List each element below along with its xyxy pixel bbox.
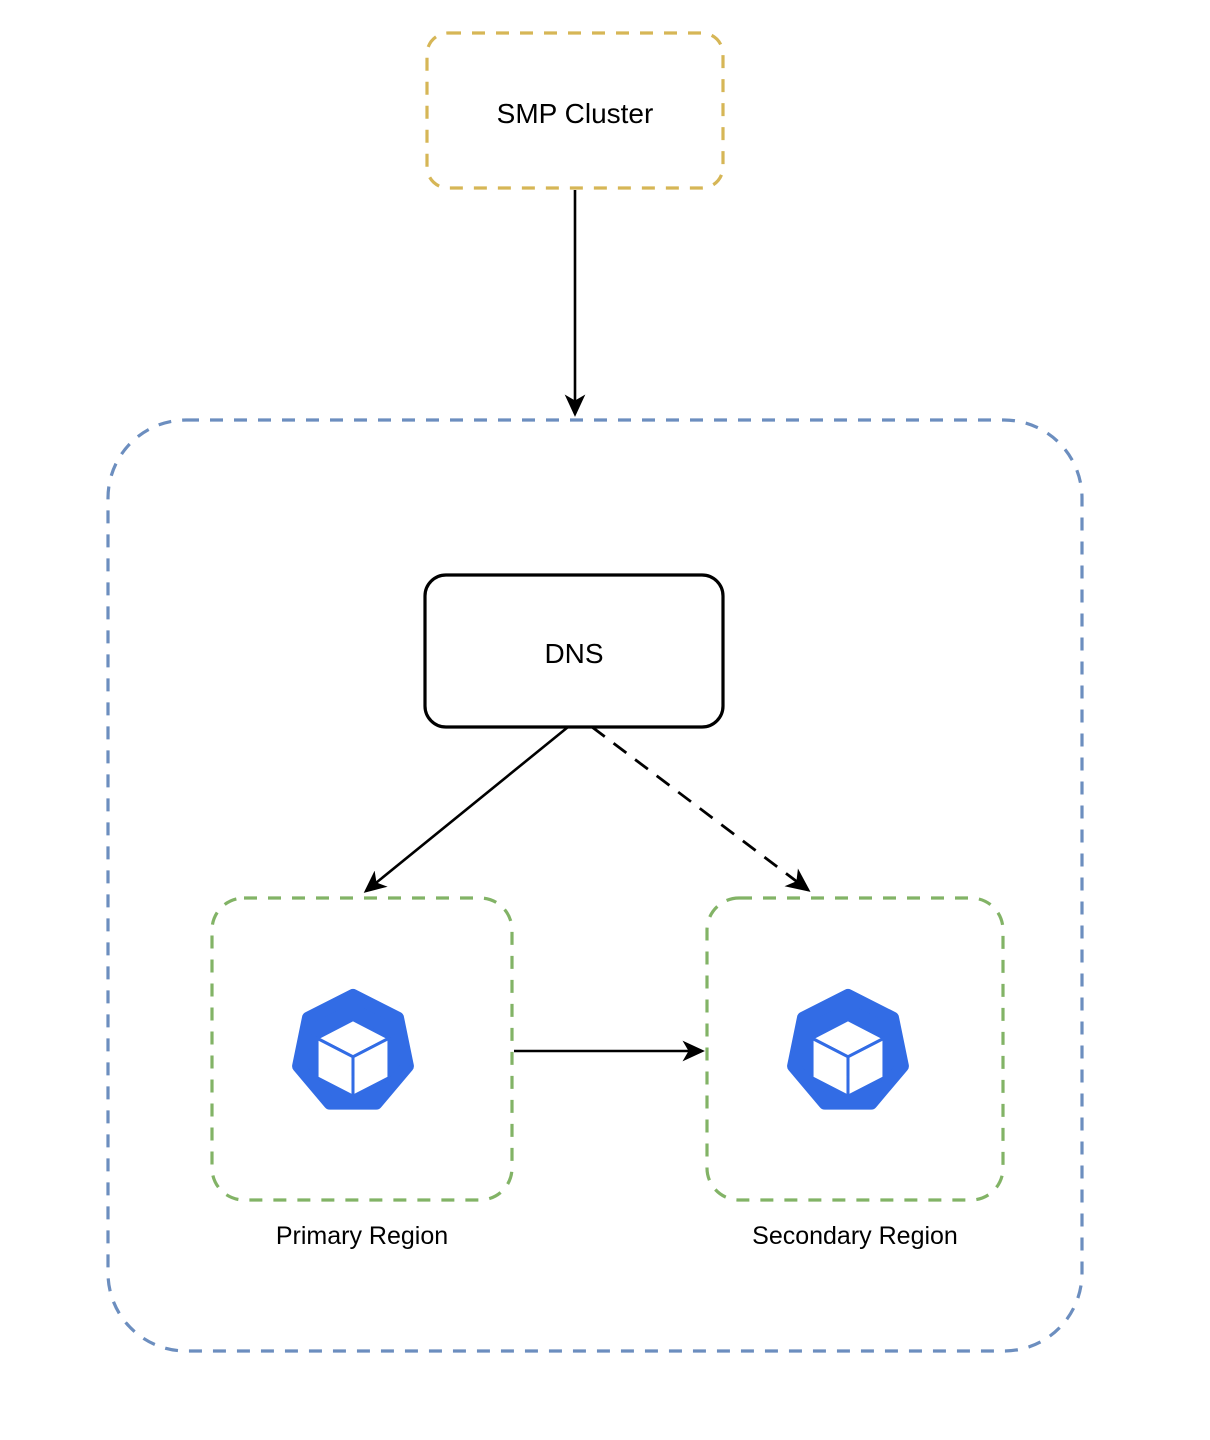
primary-region-label: Primary Region [275,1222,449,1250]
availability-zone-container [106,418,1084,1353]
smp-cluster-box[interactable] [425,31,725,190]
smp-cluster-label: SMP Cluster [496,98,654,129]
kubernetes-icon [787,988,909,1110]
secondary-region-label: Secondary Region [752,1222,958,1250]
kubernetes-icon [292,988,414,1110]
dns-box[interactable] [423,573,725,729]
dns-label: DNS [544,638,604,669]
edge-dns-to-secondary [591,725,811,892]
edge-dns-to-primary [363,725,569,893]
